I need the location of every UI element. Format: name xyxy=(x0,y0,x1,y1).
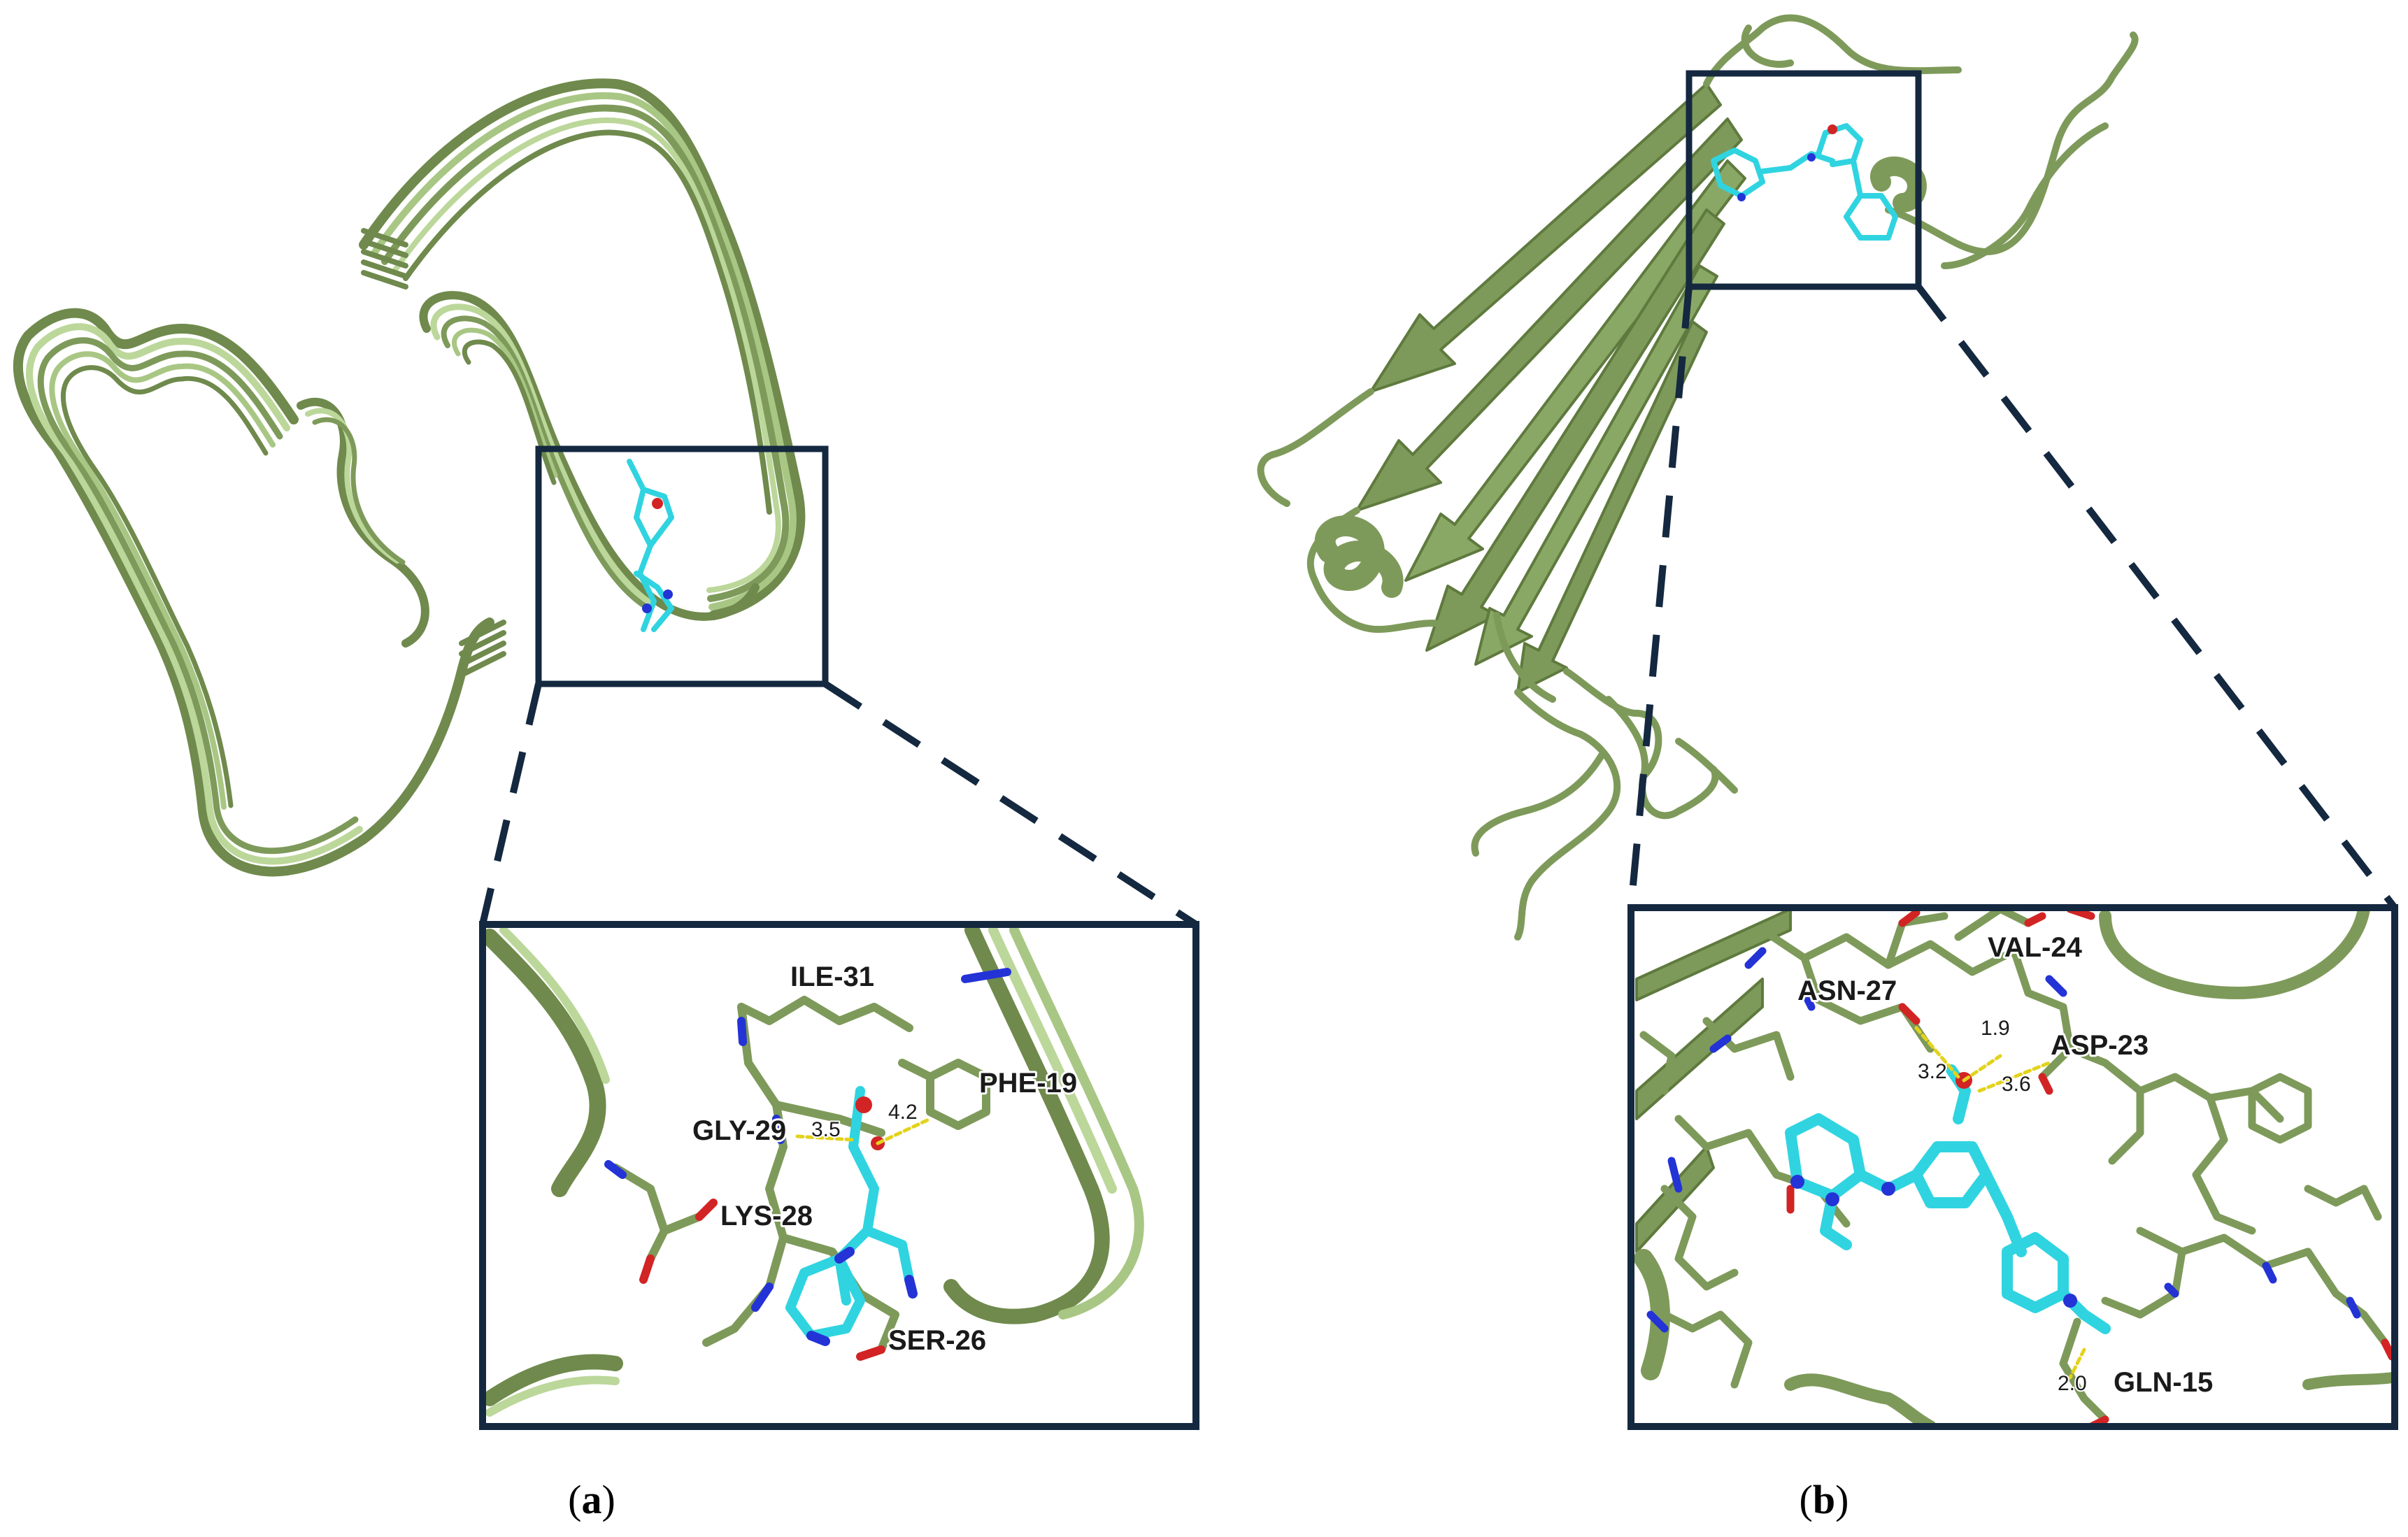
panel-b-zoom-connectors xyxy=(1627,284,2398,910)
fibril-strand-ends xyxy=(361,228,506,678)
residue-label: GLY-29 xyxy=(692,1115,786,1146)
panel-b-beta-sheet xyxy=(1355,83,1746,694)
panel-a-zoom-connectors xyxy=(479,680,1198,928)
hbond-distance: 4.2 xyxy=(888,1101,918,1124)
panel-label-a: (a) xyxy=(568,1477,615,1522)
inset-a-heteroatoms xyxy=(604,968,1011,1361)
panel-a-zoom-box xyxy=(535,445,829,687)
panel-b-protein xyxy=(1257,14,2139,941)
residue-label: ASN-27 xyxy=(1797,975,1897,1006)
hbond-distance: 3.2 xyxy=(1918,1060,1947,1083)
hbond-distance: 2.0 xyxy=(2058,1372,2087,1395)
residue-label: VAL-24 xyxy=(1988,932,2083,963)
inset-b-hbonds xyxy=(1914,1026,2086,1380)
inset-b-ligand xyxy=(1785,1064,2111,1334)
panel-b-helix xyxy=(1314,156,1927,598)
residue-label: SER-26 xyxy=(888,1325,986,1356)
fibril-middle-strand xyxy=(297,397,429,648)
panel-a-inset: ILE-31 PHE-19 GLY-29 LYS-28 SER-26 3.5 4… xyxy=(479,921,1199,1430)
residue-label: PHE-19 xyxy=(979,1068,1077,1099)
ligand-overview-b xyxy=(1711,123,1898,241)
fibril-inner-loop xyxy=(419,291,760,621)
inset-a-hbonds xyxy=(795,1117,932,1145)
residue-label: ILE-31 xyxy=(790,961,874,992)
fibril-left-loop xyxy=(13,308,494,877)
fibril-top-arc xyxy=(359,78,806,620)
hbond-distance: 3.6 xyxy=(2002,1073,2031,1096)
panel-b-zoom-box xyxy=(1686,70,1922,290)
residue-label: LYS-28 xyxy=(720,1201,813,1231)
panel-label-b: (b) xyxy=(1800,1477,1849,1522)
ligand-overview-a xyxy=(627,459,674,632)
residue-label: GLN-15 xyxy=(2114,1367,2213,1398)
panel-a-fibril xyxy=(13,78,806,877)
hbond-distance: 1.9 xyxy=(1981,1017,2010,1040)
hbond-distance: 3.5 xyxy=(811,1118,841,1141)
inset-a-backbone xyxy=(483,924,1144,1417)
inset-b-heteroatoms xyxy=(1646,908,2395,1427)
residue-label: ASP-23 xyxy=(2051,1030,2149,1061)
panel-b-inset: VAL-24 ASN-27 ASP-23 GLN-15 1.9 3.2 3.6 … xyxy=(1627,904,2398,1430)
